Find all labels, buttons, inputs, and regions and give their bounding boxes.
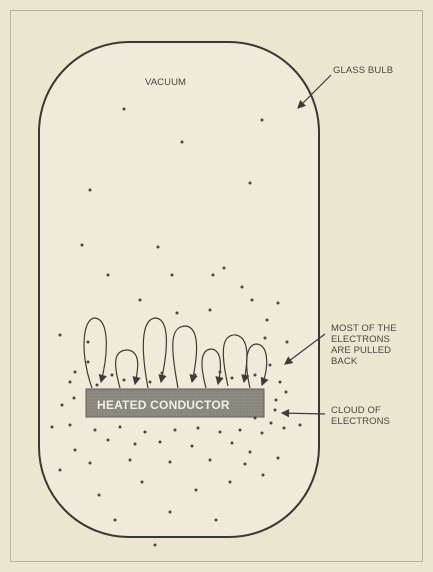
electron-dot xyxy=(229,481,232,484)
electron-dot xyxy=(169,461,172,464)
electron-dot xyxy=(94,429,97,432)
electron-dot xyxy=(277,457,280,460)
electron-dot xyxy=(73,397,76,400)
electron-dot xyxy=(191,445,194,448)
cloud-line: ELECTRONS xyxy=(331,416,390,427)
electron-dot xyxy=(123,108,126,111)
electron-dot xyxy=(299,424,302,427)
electron-dot xyxy=(262,474,265,477)
electron-dot xyxy=(74,449,77,452)
electron-dot xyxy=(81,244,84,247)
electron-dot xyxy=(51,426,54,429)
electron-dot xyxy=(181,141,184,144)
electron-dot xyxy=(59,334,62,337)
electron-dot xyxy=(212,274,215,277)
electron-dot xyxy=(231,442,234,445)
electron-dot xyxy=(286,341,289,344)
electron-dot xyxy=(266,319,269,322)
pulled-back-line: ARE PULLED xyxy=(331,345,391,356)
vacuum-label: VACUUM xyxy=(145,77,186,88)
electron-dot xyxy=(107,274,110,277)
conductor-label: HEATED CONDUCTOR xyxy=(97,398,230,412)
electron-dot xyxy=(157,246,160,249)
electron-dot xyxy=(274,409,277,412)
electron-dot xyxy=(159,441,162,444)
electron-dot xyxy=(209,459,212,462)
cloud-line: CLOUD OF xyxy=(331,405,381,416)
electron-dot xyxy=(89,189,92,192)
electron-dot xyxy=(123,379,126,382)
electron-dot xyxy=(223,267,226,270)
electron-dot xyxy=(270,422,273,425)
electron-dot xyxy=(241,286,244,289)
electron-dot xyxy=(61,404,64,407)
cloud-label: CLOUD OF ELECTRONS xyxy=(331,405,390,427)
electron-dot xyxy=(114,519,117,522)
electron-dot xyxy=(134,443,137,446)
electron-dot xyxy=(69,381,72,384)
electron-dot xyxy=(169,511,172,514)
electron-dot xyxy=(264,337,267,340)
electron-dot xyxy=(98,494,101,497)
electron-dot xyxy=(283,427,286,430)
electron-dot xyxy=(171,274,174,277)
electron-dot xyxy=(69,424,72,427)
pulled-back-line: ELECTRONS xyxy=(331,334,390,345)
electron-dot xyxy=(89,462,92,465)
electron-dot xyxy=(209,309,212,312)
electron-dot xyxy=(239,429,242,432)
electron-dot xyxy=(87,361,90,364)
electron-dot xyxy=(141,481,144,484)
glass-bulb-outline xyxy=(39,42,319,537)
electron-dot xyxy=(161,372,164,375)
electron-dot xyxy=(149,381,152,384)
electron-dot xyxy=(197,427,200,430)
electron-dot xyxy=(275,399,278,402)
electron-dot xyxy=(194,374,197,377)
pulled-back-label: MOST OF THE ELECTRONS ARE PULLED BACK xyxy=(331,323,397,367)
electron-dot xyxy=(254,374,257,377)
electron-dot xyxy=(107,439,110,442)
electron-dot xyxy=(129,459,132,462)
electron-dot xyxy=(176,312,179,315)
electron-dot xyxy=(219,431,222,434)
electron-dot xyxy=(215,519,218,522)
electron-dot xyxy=(285,391,288,394)
electron-dot xyxy=(244,463,247,466)
electron-dot xyxy=(119,426,122,429)
electron-dot xyxy=(261,119,264,122)
heated-conductor: HEATED CONDUCTOR xyxy=(86,389,264,417)
electron-dot xyxy=(231,377,234,380)
electron-dot xyxy=(249,451,252,454)
electron-dot xyxy=(219,371,222,374)
electron-dot xyxy=(251,299,254,302)
electron-dot xyxy=(279,381,282,384)
electron-dot xyxy=(195,489,198,492)
electron-dot xyxy=(139,299,142,302)
glass-bulb-label: GLASS BULB xyxy=(333,65,393,76)
electron-dot xyxy=(87,341,90,344)
electron-dot xyxy=(269,364,272,367)
electron-dot xyxy=(59,469,62,472)
electron-dot xyxy=(277,302,280,305)
pulled-back-line: BACK xyxy=(331,356,358,367)
electron-dot xyxy=(154,544,157,547)
electron-dot xyxy=(96,384,99,387)
electron-dot xyxy=(144,431,147,434)
pulled-back-line: MOST OF THE xyxy=(331,323,397,334)
electron-dot xyxy=(261,432,264,435)
electron-dot xyxy=(74,371,77,374)
electron-dot xyxy=(111,374,114,377)
electron-dot xyxy=(174,429,177,432)
electron-dot xyxy=(254,417,257,420)
electron-dot xyxy=(249,182,252,185)
